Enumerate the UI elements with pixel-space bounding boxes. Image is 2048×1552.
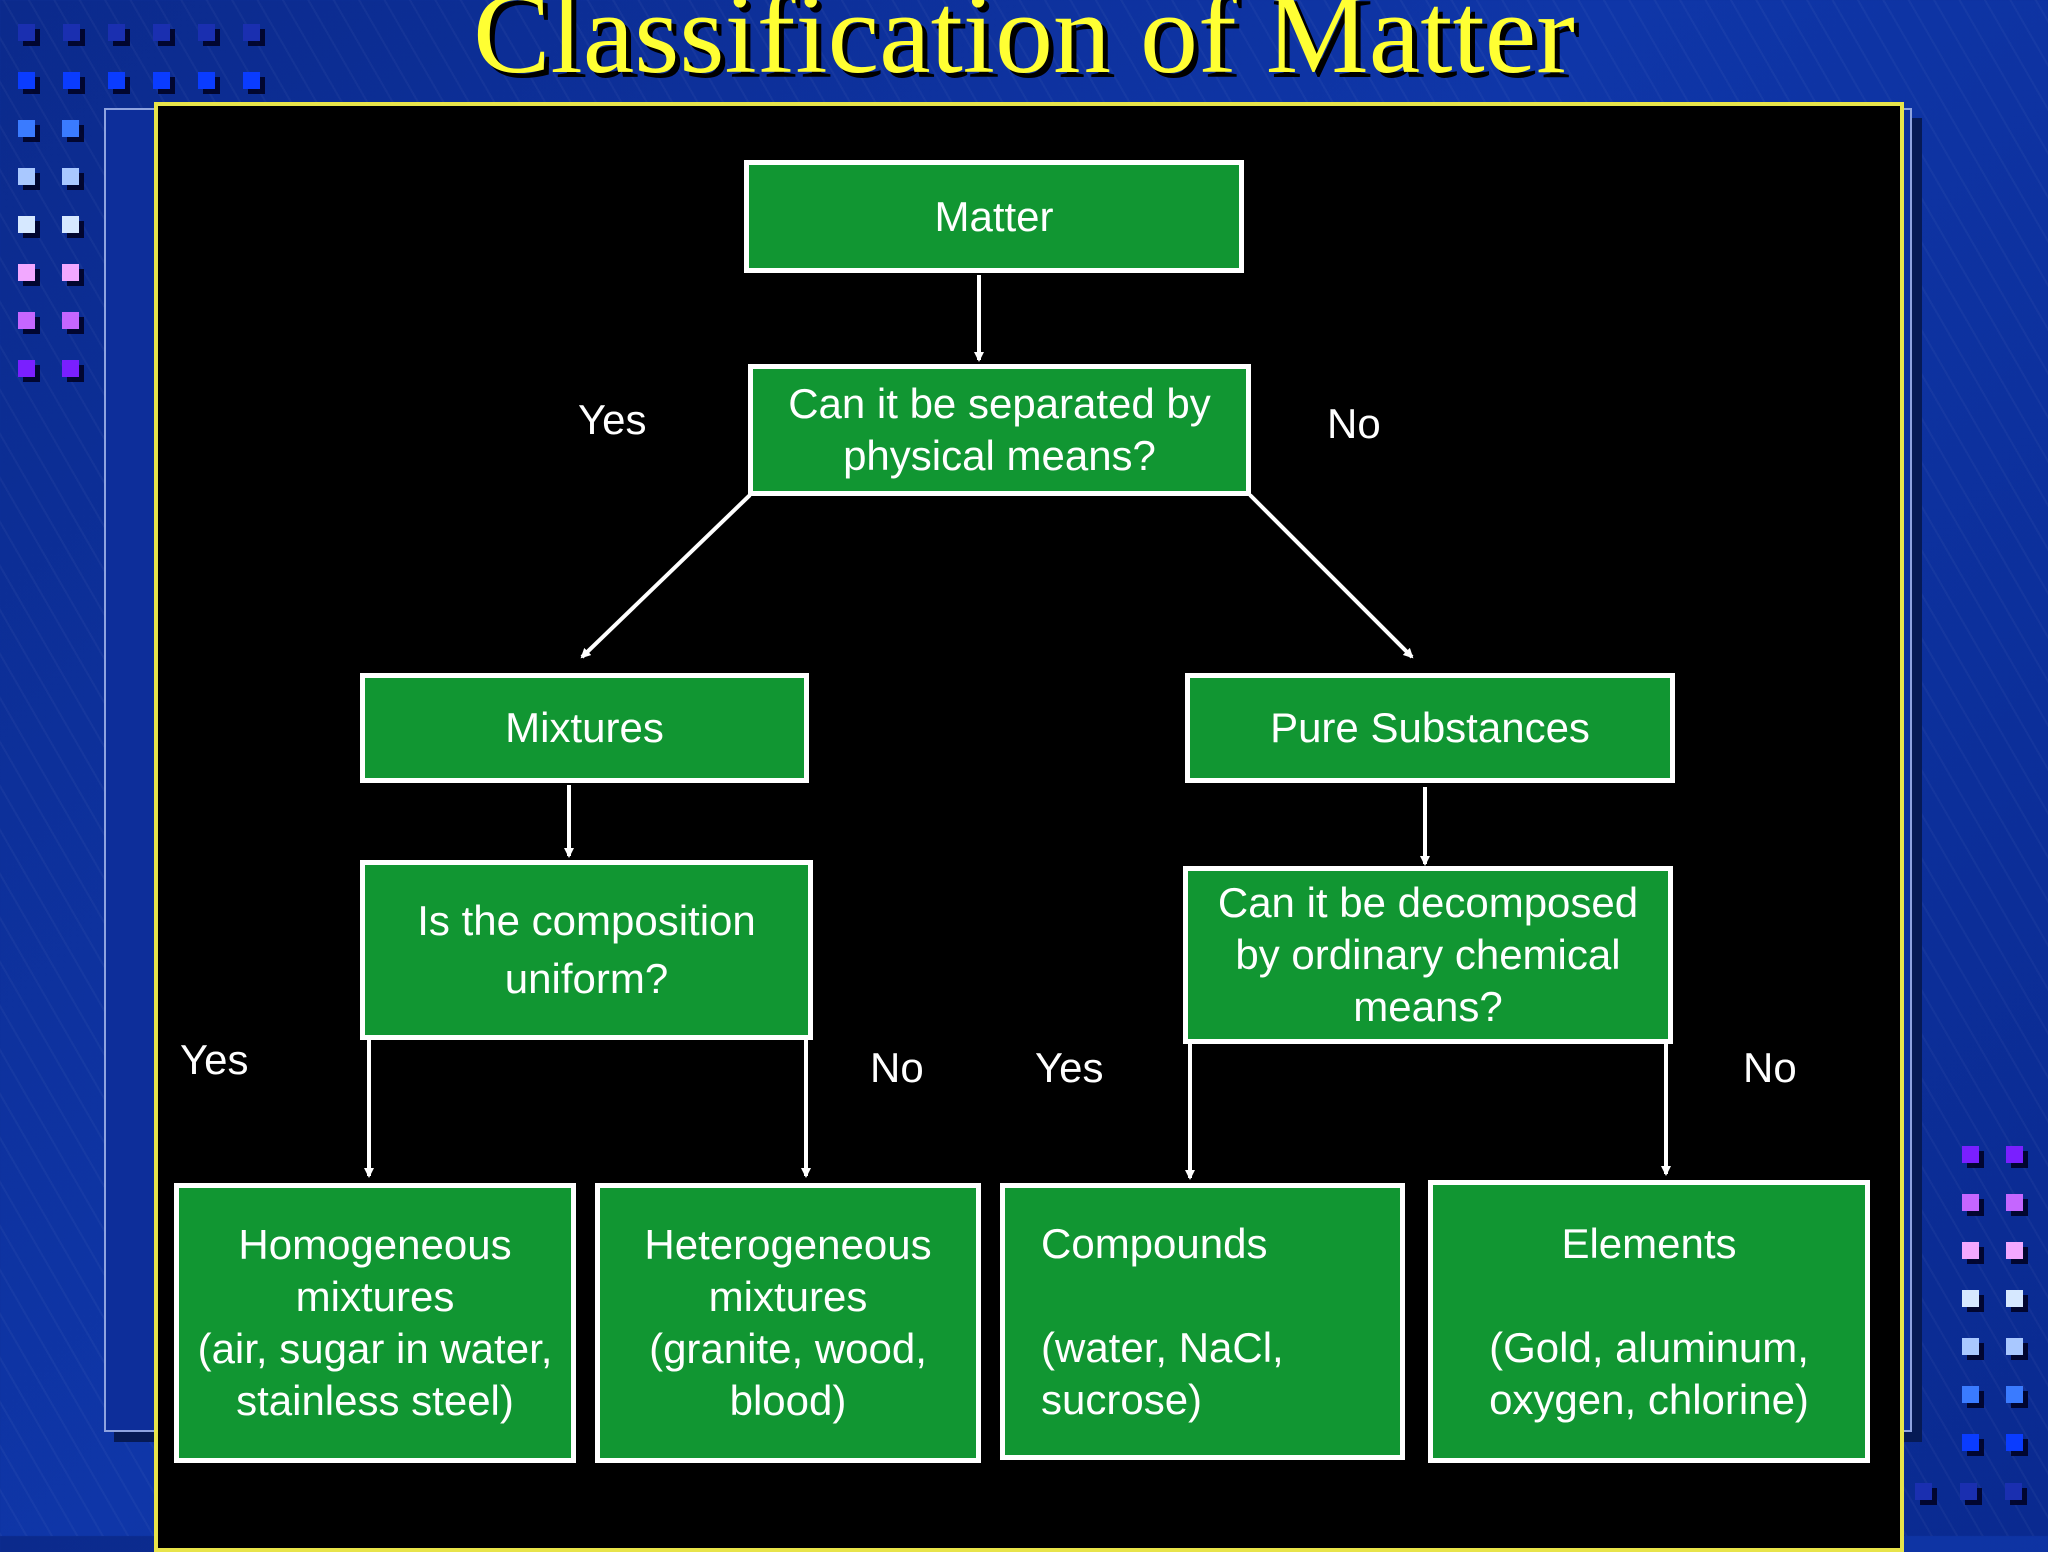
node-homogeneous-mixtures: Homogeneous mixtures (air, sugar in wate…	[174, 1183, 576, 1463]
label-decomposed-no: No	[1743, 1044, 1797, 1091]
decorative-square	[2006, 1290, 2023, 1307]
decorative-square	[18, 24, 35, 41]
node-elements: Elements (Gold, aluminum, oxygen, chlori…	[1428, 1180, 1870, 1463]
label-uniform-no: No	[870, 1044, 924, 1091]
decorative-square	[62, 168, 79, 185]
decorative-square	[1962, 1290, 1979, 1307]
decorative-square	[1962, 1338, 1979, 1355]
label-decomposed-yes: Yes	[1035, 1044, 1104, 1091]
label-separated-yes: Yes	[578, 396, 647, 443]
node-matter: Matter	[744, 160, 1244, 273]
decorative-square	[198, 72, 215, 89]
decorative-square	[2006, 1194, 2023, 1211]
decorative-square	[18, 168, 35, 185]
node-mixtures: Mixtures	[360, 673, 809, 783]
node-pure-substances: Pure Substances	[1185, 673, 1675, 783]
decorative-square	[2006, 1242, 2023, 1259]
decorative-square	[1962, 1242, 1979, 1259]
decorative-square	[243, 72, 260, 89]
decorative-square	[62, 264, 79, 281]
decorative-square	[2006, 1146, 2023, 1163]
decorative-square	[63, 72, 80, 89]
node-heterogeneous-mixtures: Heterogeneous mixtures (granite, wood, b…	[595, 1183, 981, 1463]
decorative-square	[108, 24, 125, 41]
decorative-square	[2006, 1338, 2023, 1355]
arrow-to-mixtures	[580, 493, 752, 659]
label-separated-no: No	[1327, 400, 1381, 447]
decorative-square	[2006, 1386, 2023, 1403]
decorative-square	[1915, 1483, 1932, 1500]
decorative-square	[1960, 1483, 1977, 1500]
decorative-square	[63, 24, 80, 41]
decorative-square	[243, 24, 260, 41]
decorative-square	[198, 24, 215, 41]
node-compounds: Compounds (water, NaCl, sucrose)	[1000, 1183, 1405, 1460]
decorative-square	[153, 24, 170, 41]
decorative-square	[153, 72, 170, 89]
decorative-square	[18, 216, 35, 233]
decorative-square	[1962, 1146, 1979, 1163]
decorative-square	[62, 216, 79, 233]
node-separated-question: Can it be separated by physical means?	[748, 364, 1251, 496]
node-decomposed-question: Can it be decomposed by ordinary chemica…	[1183, 866, 1673, 1044]
decorative-square	[62, 360, 79, 377]
decorative-square	[18, 360, 35, 377]
slide-title: Classification of Matter	[473, 0, 1575, 98]
decorative-square	[18, 264, 35, 281]
node-uniform-question: Is the composition uniform?	[360, 860, 813, 1040]
decorative-square	[62, 120, 79, 137]
decorative-square	[1962, 1194, 1979, 1211]
decorative-square	[1962, 1434, 1979, 1451]
decorative-square	[62, 312, 79, 329]
decorative-square	[1962, 1386, 1979, 1403]
decorative-square	[2005, 1483, 2022, 1500]
label-uniform-yes: Yes	[180, 1036, 249, 1083]
decorative-square	[18, 120, 35, 137]
decorative-square	[18, 312, 35, 329]
arrow-to-pure-substances	[1248, 493, 1414, 659]
decorative-square	[18, 72, 35, 89]
decorative-square	[108, 72, 125, 89]
decorative-square	[2006, 1434, 2023, 1451]
